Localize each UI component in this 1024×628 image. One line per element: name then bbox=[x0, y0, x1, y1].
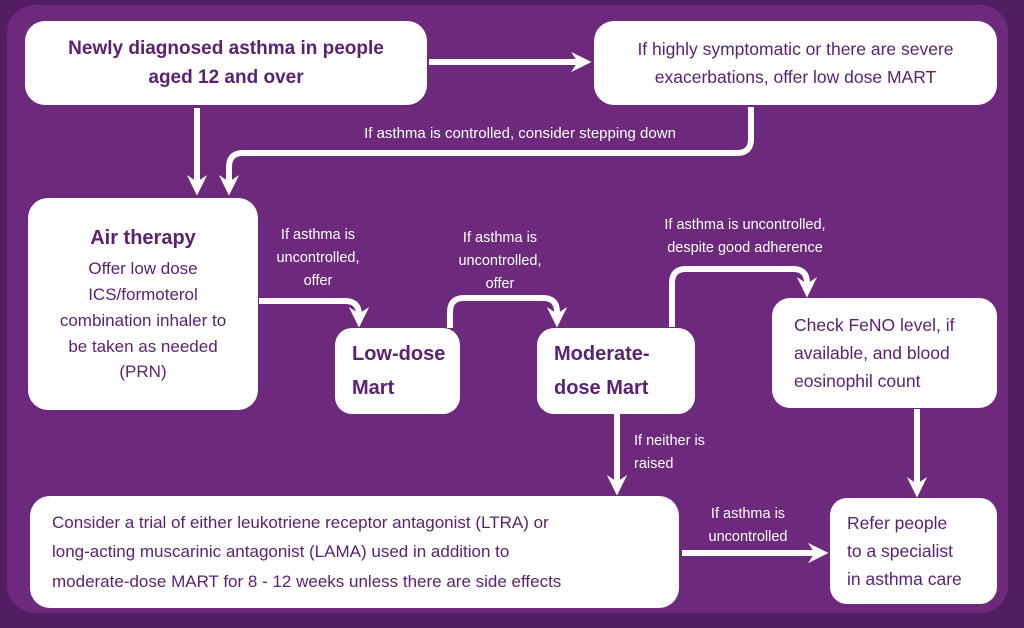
node-text-line: aged 12 and over bbox=[148, 67, 304, 88]
edge-label-line: uncontrolled, bbox=[276, 249, 360, 266]
edge-label-line: uncontrolled, bbox=[458, 252, 542, 269]
edge-label-line: offer bbox=[303, 272, 333, 289]
node-low-dose-mart: Low-dose Mart bbox=[335, 328, 460, 414]
edge-label-neither-raised: If neither is raised bbox=[634, 430, 724, 476]
edge-label-line: offer bbox=[485, 275, 515, 292]
node-text-line: dose Mart bbox=[554, 377, 649, 399]
edge-label-line: is raised bbox=[634, 433, 705, 472]
node-text-line: Offer low dose bbox=[88, 259, 198, 279]
edge-label-line: If asthma is uncontrolled, bbox=[664, 217, 826, 233]
edge-label-line: If asthma is bbox=[462, 230, 538, 246]
node-text-line: Mart bbox=[352, 377, 395, 399]
node-newly-diagnosed: Newly diagnosed asthma in people aged 12… bbox=[25, 21, 427, 105]
node-refer-specialist: Refer people to a specialist in asthma c… bbox=[830, 498, 997, 604]
edge-label-line: uncontrolled bbox=[708, 528, 788, 545]
edge-label-uncontrolled-offer-2: If asthma is uncontrolled, offer bbox=[445, 227, 555, 296]
node-text-line: exacerbations, offer low dose MART bbox=[654, 67, 937, 87]
node-text-line: Moderate- bbox=[554, 342, 650, 365]
node-text-line: eosinophil count bbox=[794, 371, 921, 391]
node-text-line: available, and blood bbox=[794, 343, 950, 363]
node-text-line: Consider a trial of either leukotriene r… bbox=[52, 513, 549, 533]
edge-label-uncontrolled-offer-1: If asthma is uncontrolled, offer bbox=[263, 224, 373, 293]
edge-label-line: If neither bbox=[634, 433, 691, 449]
node-text-line: moderate-dose MART for 8 - 12 weeks unle… bbox=[52, 571, 562, 591]
node-highly-symptomatic: If highly symptomatic or there are sever… bbox=[594, 21, 997, 105]
node-text-line: Check FeNO level, if bbox=[794, 315, 955, 335]
edge-label-line: despite good adherence bbox=[667, 239, 823, 256]
node-title: Air therapy bbox=[90, 226, 196, 249]
node-moderate-dose-mart: Moderate- dose Mart bbox=[537, 328, 695, 414]
node-text-line: (PRN) bbox=[119, 362, 167, 382]
edge-label-uncontrolled-adherence: If asthma is uncontrolled, despite good … bbox=[645, 214, 845, 260]
node-check-feno: Check FeNO level, if available, and bloo… bbox=[772, 298, 997, 408]
node-consider-trial: Consider a trial of either leukotriene r… bbox=[30, 496, 679, 608]
node-text-line: be taken as needed bbox=[68, 336, 218, 356]
edge-label-line: If asthma is bbox=[280, 227, 356, 243]
node-text-line: in asthma care bbox=[847, 569, 962, 589]
node-text-line: ICS/formoterol bbox=[88, 284, 198, 304]
edge-label-line: If asthma is bbox=[710, 506, 786, 522]
node-air-therapy: Air therapy Offer low dose ICS/formotero… bbox=[28, 198, 258, 410]
node-text-line: to a specialist bbox=[847, 541, 954, 561]
edge-label-stepping-down: If asthma is controlled, consider steppi… bbox=[364, 125, 676, 142]
node-text-line: Newly diagnosed asthma in people bbox=[68, 37, 384, 59]
node-text-line: Refer people bbox=[847, 513, 948, 533]
node-text-line: long-acting muscarinic antagonist (LAMA)… bbox=[52, 542, 510, 562]
node-text-line: If highly symptomatic or there are sever… bbox=[637, 39, 954, 59]
edge-label-uncontrolled-refer: If asthma is uncontrolled bbox=[689, 503, 807, 549]
node-text-line: combination inhaler to bbox=[59, 310, 227, 330]
node-text-line: Low-dose bbox=[352, 342, 446, 365]
